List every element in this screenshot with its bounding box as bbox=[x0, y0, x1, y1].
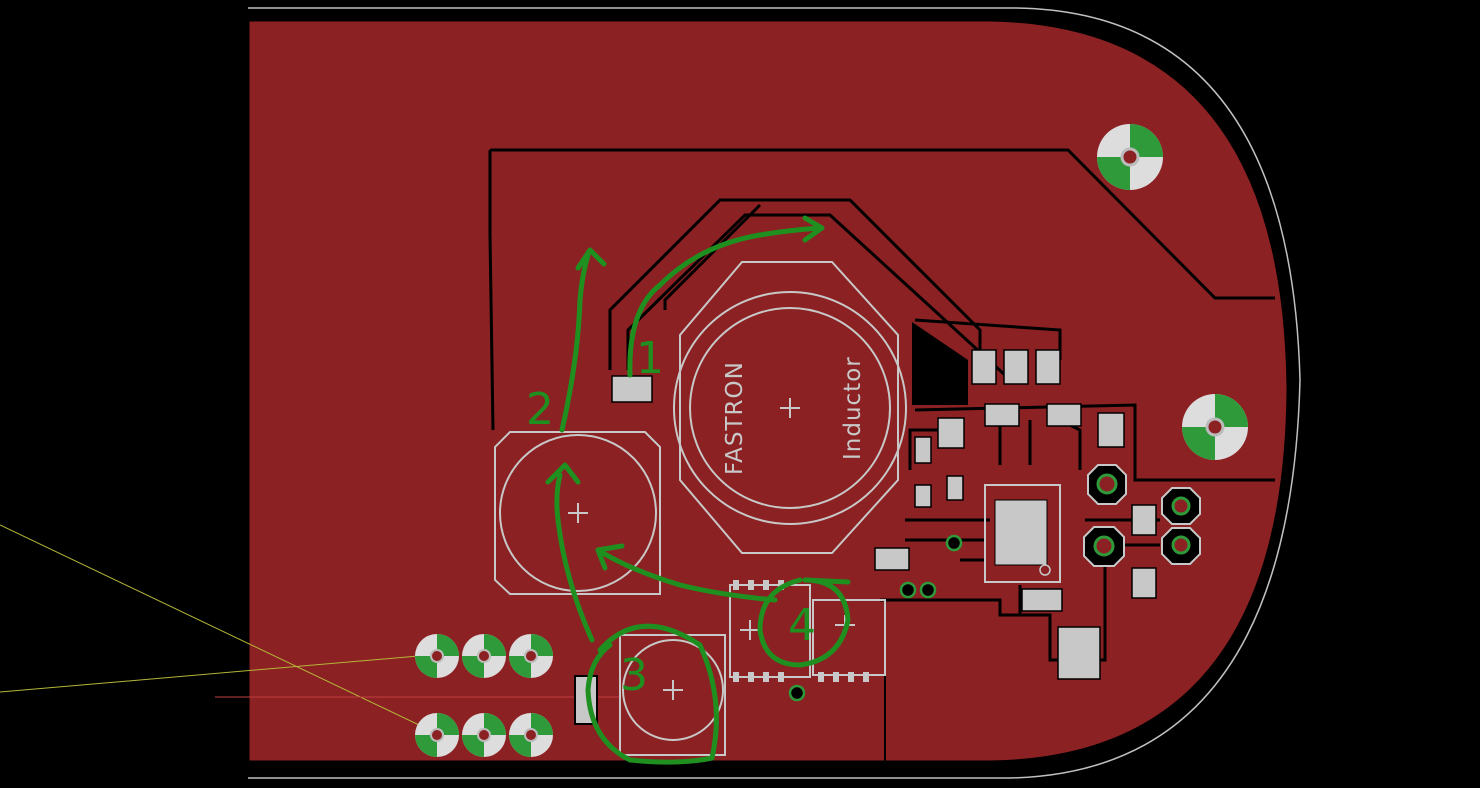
airwires bbox=[0, 524, 441, 736]
mounting-hole[interactable] bbox=[1182, 394, 1248, 460]
small-vias bbox=[788, 534, 963, 702]
board-outline bbox=[248, 7, 1301, 779]
header-pin[interactable] bbox=[462, 634, 506, 678]
annotation-4: 4 bbox=[788, 600, 816, 651]
header-pin-row-top[interactable] bbox=[415, 634, 553, 678]
annotation-arrows bbox=[545, 215, 851, 765]
annotation-1: 1 bbox=[636, 333, 664, 384]
header-pin[interactable] bbox=[415, 634, 459, 678]
inductor-brand-label: FASTRON bbox=[722, 361, 748, 475]
inductor-footprint[interactable] bbox=[673, 261, 907, 554]
keepout-area bbox=[912, 322, 968, 405]
inductor-type-label: Inductor bbox=[840, 356, 866, 460]
mounting-hole[interactable] bbox=[1097, 124, 1163, 190]
through-hole-pads[interactable] bbox=[1083, 464, 1201, 567]
header-pin[interactable] bbox=[462, 713, 506, 757]
small-capacitor-footprint[interactable] bbox=[619, 634, 726, 756]
copper-pour bbox=[246, 18, 1290, 764]
annotation-3: 3 bbox=[620, 650, 648, 701]
qfn-ic[interactable] bbox=[984, 484, 1061, 583]
annotation-2: 2 bbox=[526, 384, 554, 435]
capacitor-footprint[interactable] bbox=[494, 431, 661, 595]
header-pin-row-bottom[interactable] bbox=[415, 713, 553, 757]
header-pin[interactable] bbox=[415, 713, 459, 757]
soic-package-left[interactable] bbox=[729, 584, 811, 678]
header-pin[interactable] bbox=[509, 713, 553, 757]
header-pin[interactable] bbox=[509, 634, 553, 678]
